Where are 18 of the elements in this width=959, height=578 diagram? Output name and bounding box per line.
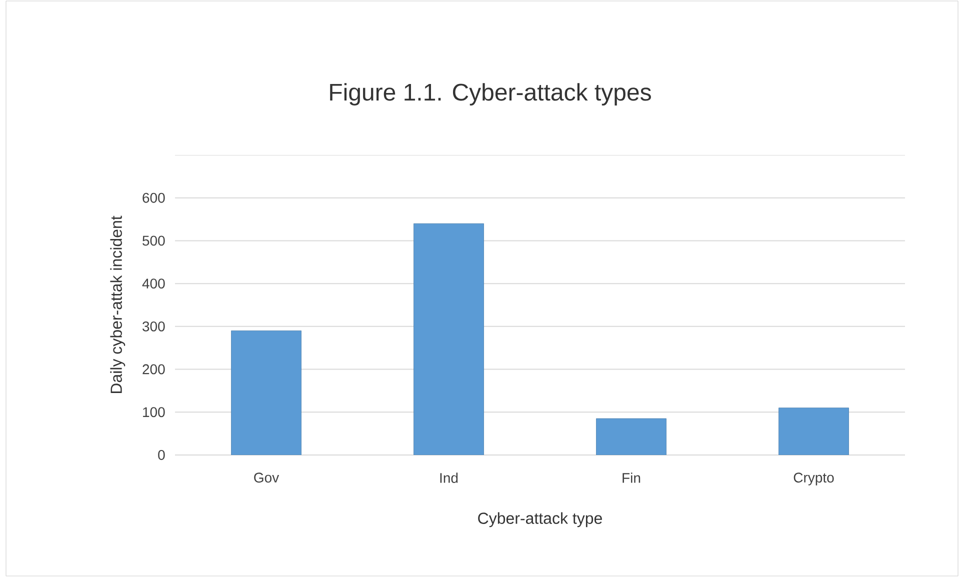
y-tick-label: 500	[142, 236, 165, 246]
x-tick-label: Gov	[254, 472, 280, 483]
y-axis-title: Daily cyber-attak incident	[110, 216, 126, 394]
bar	[778, 408, 849, 455]
y-tick-label: 200	[142, 364, 165, 374]
x-tick-label: Fin	[622, 472, 640, 483]
y-tick-label: 100	[143, 407, 165, 418]
chart-title: Figure 1.1. Cyber-attack types	[330, 83, 651, 106]
y-tick-label: 300	[142, 321, 165, 332]
x-axis-title: Cyber-attack type	[478, 512, 602, 528]
y-tick-label: 400	[142, 278, 165, 289]
bar	[231, 330, 302, 455]
y-tick-label: 600	[142, 192, 165, 203]
bar	[414, 223, 484, 455]
x-tick-label: Ind	[440, 472, 458, 483]
y-tick-label: 0	[158, 450, 165, 460]
x-tick-label: Crypto	[794, 472, 834, 486]
bar	[596, 418, 666, 455]
